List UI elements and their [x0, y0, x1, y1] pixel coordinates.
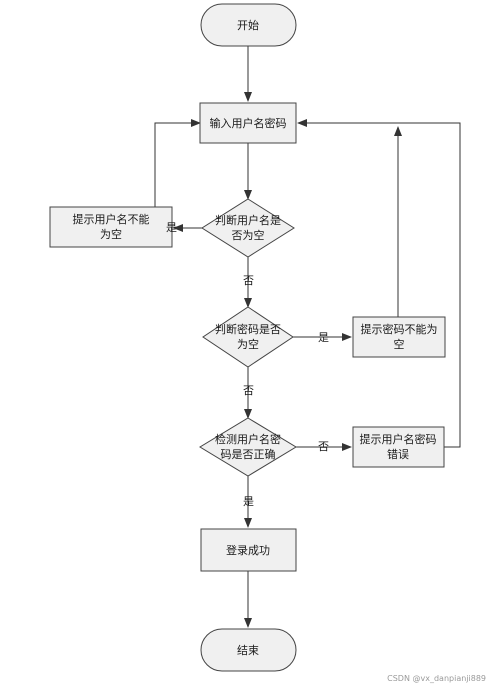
label-pass-empty-yes: 是 — [318, 331, 329, 344]
check-user-label-line1: 判断用户名是 — [215, 213, 281, 227]
prompt-pass-empty-box — [352, 316, 446, 358]
check-correct-diamond — [199, 417, 297, 477]
check-pass-label-line1: 判断密码是否 — [215, 322, 281, 336]
end-terminator — [200, 628, 297, 672]
prompt-wrong-line2: 错误 — [387, 447, 409, 461]
prompt-pass-empty-line1: 提示密码不能为 — [361, 322, 438, 336]
input-box — [199, 102, 297, 144]
check-user-diamond — [201, 198, 295, 258]
label-user-empty-yes: 是 — [166, 221, 177, 234]
prompt-user-empty-box — [49, 206, 173, 248]
check-pass-diamond — [202, 306, 294, 368]
end-label: 结束 — [237, 644, 259, 657]
check-correct-label-line2: 码是否正确 — [221, 448, 276, 461]
prompt-user-empty-line1: 提示用户名不能 — [73, 212, 150, 226]
check-correct-label-line1: 检测用户名密 — [215, 432, 281, 446]
input-label: 输入用户名密码 — [210, 116, 287, 130]
login-success-box — [200, 528, 297, 572]
prompt-user-empty-line2: 为空 — [100, 227, 122, 241]
label-correct-no: 否 — [318, 440, 329, 453]
start-terminator — [200, 3, 297, 47]
prompt-wrong-box — [352, 426, 445, 468]
check-user-label-line2: 否为空 — [232, 228, 265, 242]
check-pass-label-line2: 为空 — [237, 337, 259, 351]
edge-prompt-wrong-back — [297, 119, 461, 448]
prompt-wrong-line1: 提示用户名密码 — [360, 432, 437, 446]
connectors — [154, 46, 461, 628]
watermark: CSDN @vx_danpianji889 — [387, 674, 486, 683]
label-pass-empty-no: 否 — [243, 384, 254, 397]
edge-prompt-user-back — [154, 119, 201, 207]
label-correct-yes: 是 — [243, 495, 254, 508]
prompt-pass-empty-line2: 空 — [394, 337, 405, 351]
start-label: 开始 — [237, 18, 259, 32]
label-user-empty-no: 否 — [243, 274, 254, 287]
login-success-label: 登录成功 — [226, 543, 270, 557]
